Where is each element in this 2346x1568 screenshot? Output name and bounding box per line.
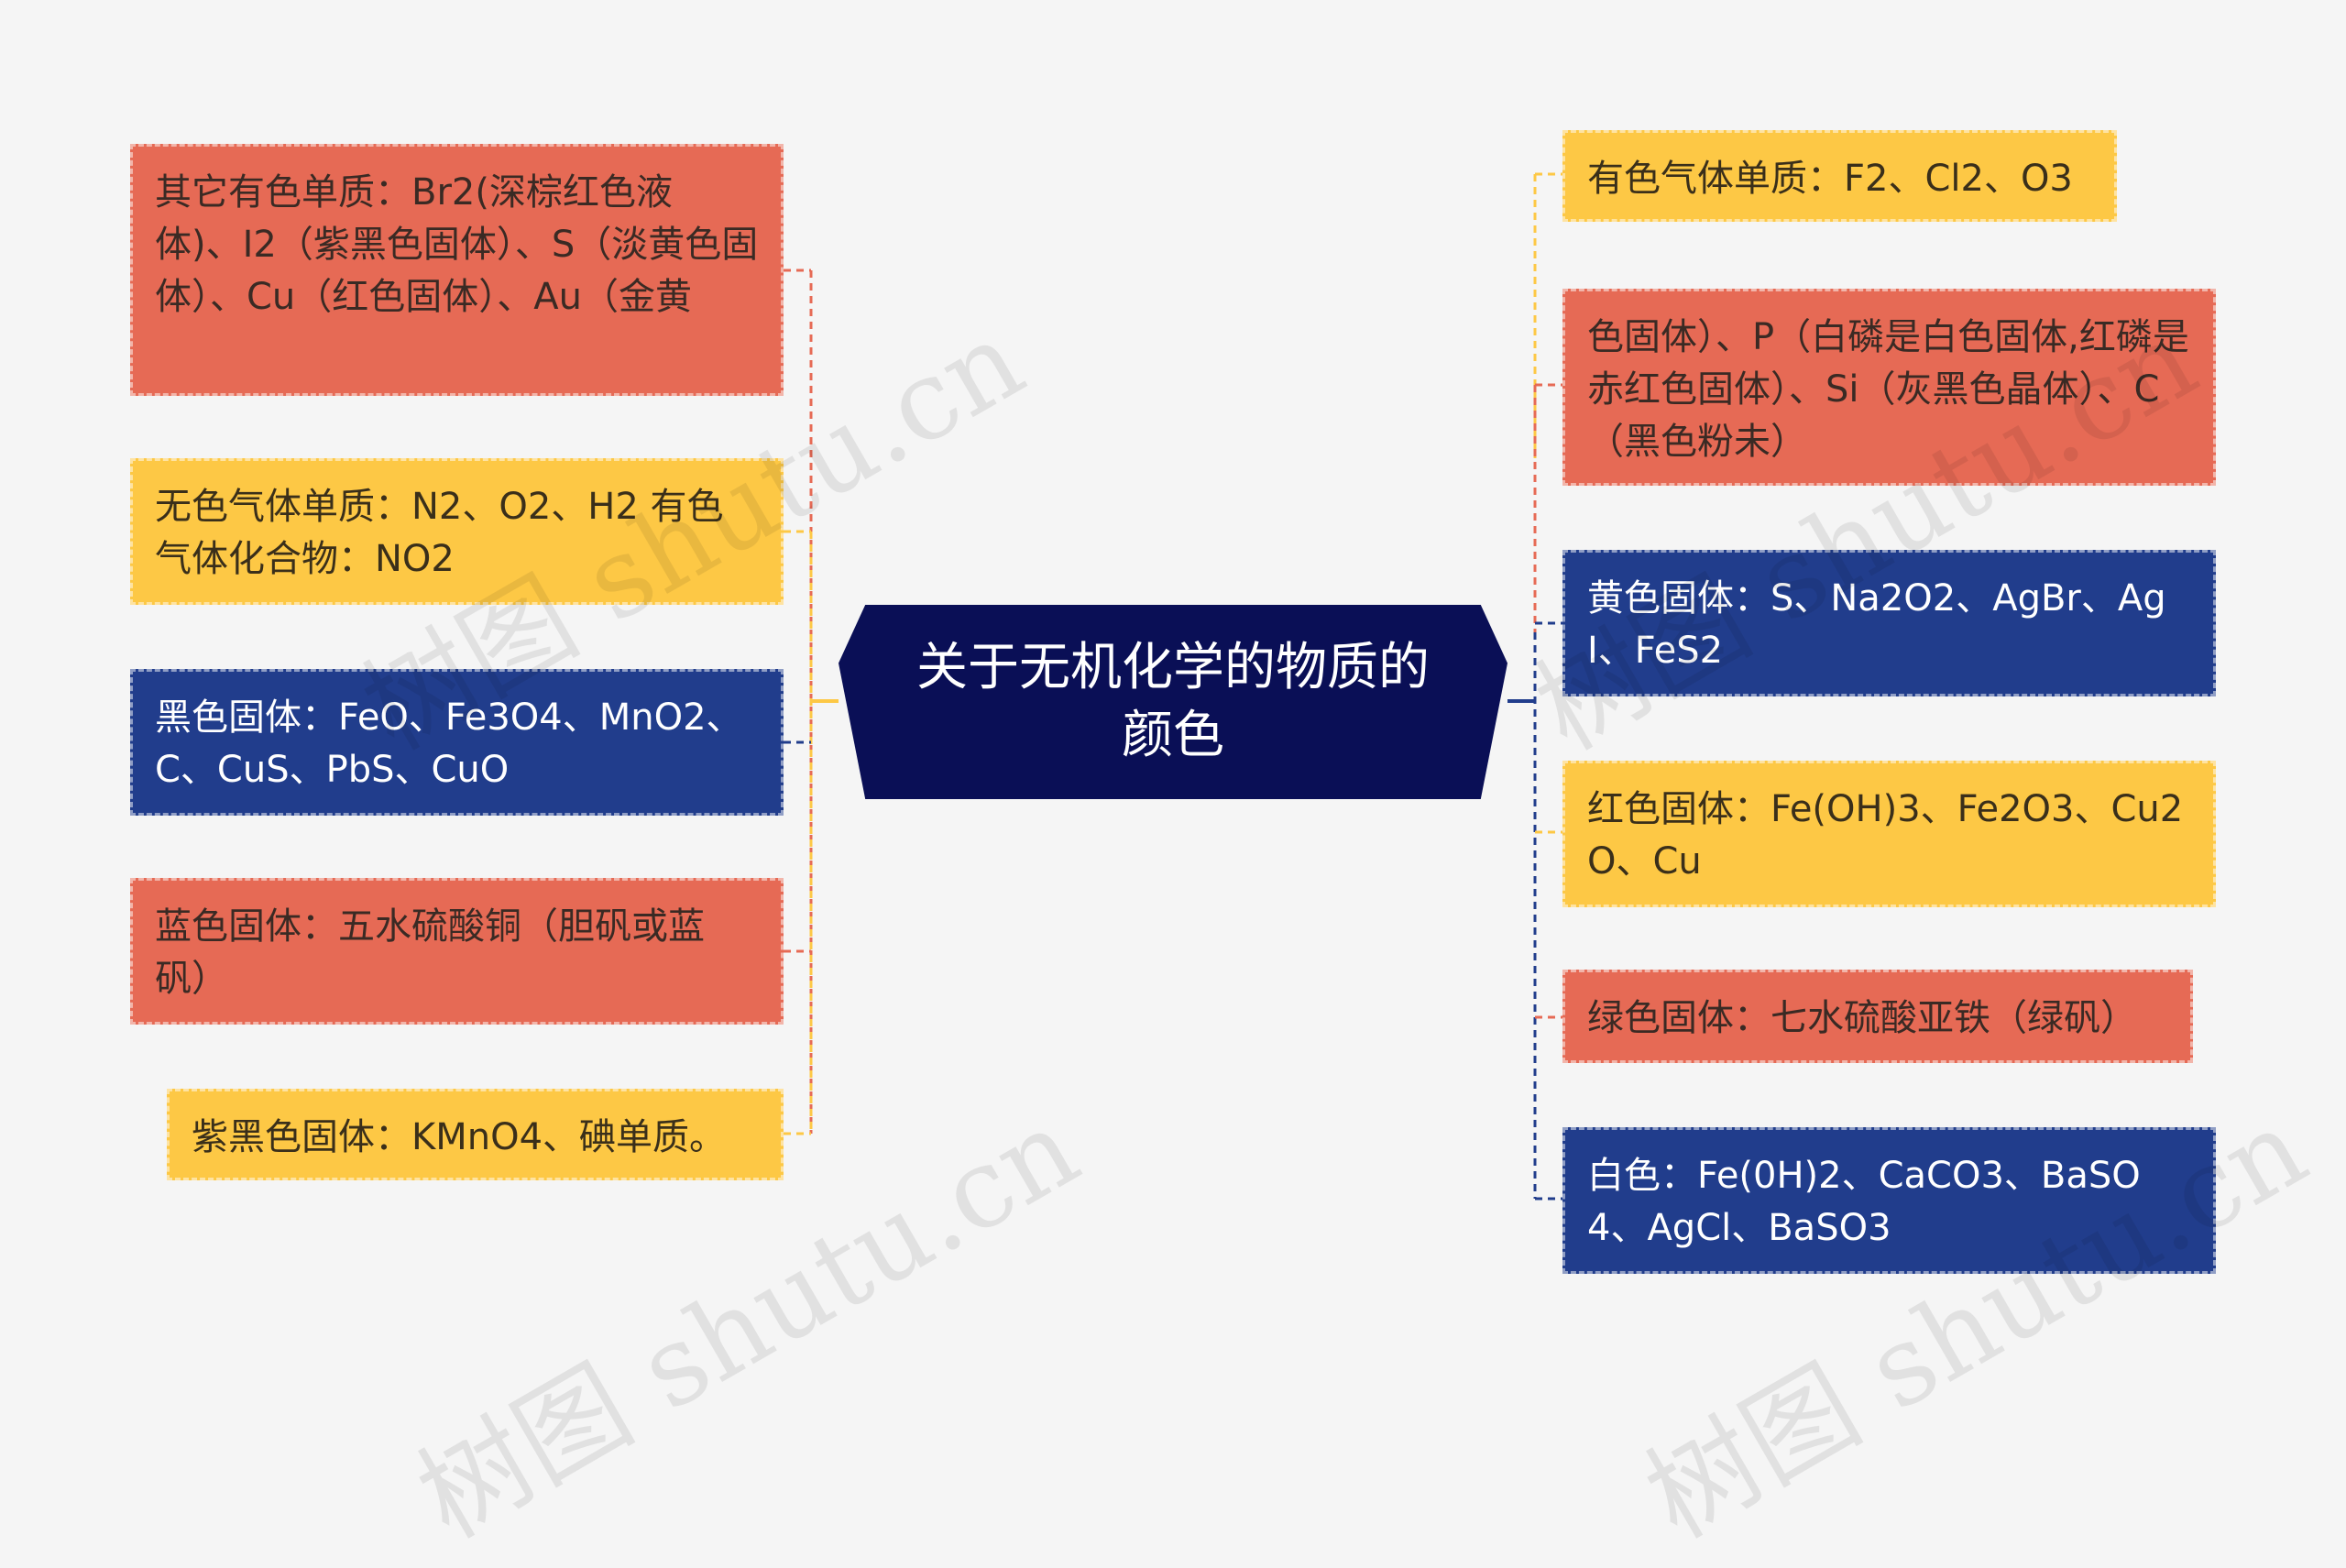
right-node-colored-gases[interactable]: 有色气体单质：F2、Cl2、O3 [1562,130,2117,222]
node-text: 无色气体单质：N2、O2、H2 有色气体化合物：NO2 [155,486,724,580]
right-node-red-solids[interactable]: 红色固体：Fe(OH)3、Fe2O3、Cu2O、Cu [1562,761,2216,907]
right-node-green-solids[interactable]: 绿色固体：七水硫酸亚铁（绿矾） [1562,970,2193,1063]
left-node-colorless-gases[interactable]: 无色气体单质：N2、O2、H2 有色气体化合物：NO2 [130,458,784,605]
center-topic[interactable]: 关于无机化学的物质的颜色 [839,605,1507,799]
node-text: 色固体）、P（白磷是白色固体,红磷是赤红色固体）、Si（灰黑色晶体）、C（黑色粉… [1587,316,2189,463]
left-node-other-colored-elements[interactable]: 其它有色单质：Br2(深棕红色液体)、I2（紫黑色固体）、S（淡黄色固体）、Cu… [130,144,784,396]
center-topic-text: 关于无机化学的物质的颜色 [916,638,1430,765]
node-text: 紫黑色固体：KMnO4、碘单质。 [192,1116,727,1158]
node-text: 其它有色单质：Br2(深棕红色液体)、I2（紫黑色固体）、S（淡黄色固体）、Cu… [155,171,759,318]
left-node-blue-solids[interactable]: 蓝色固体：五水硫酸铜（胆矾或蓝矾） [130,878,784,1025]
node-text: 绿色固体：七水硫酸亚铁（绿矾） [1587,997,2137,1039]
node-text: 白色：Fe(0H)2、CaCO3、BaSO4、AgCl、BaSO3 [1587,1155,2141,1249]
node-text: 黄色固体：S、Na2O2、AgBr、AgI、FeS2 [1587,577,2166,672]
right-node-colored-solids[interactable]: 色固体）、P（白磷是白色固体,红磷是赤红色固体）、Si（灰黑色晶体）、C（黑色粉… [1562,289,2216,486]
node-text: 蓝色固体：五水硫酸铜（胆矾或蓝矾） [155,905,705,1000]
left-node-purple-black-solids[interactable]: 紫黑色固体：KMnO4、碘单质。 [167,1089,784,1180]
right-node-yellow-solids[interactable]: 黄色固体：S、Na2O2、AgBr、AgI、FeS2 [1562,550,2216,696]
node-text: 红色固体：Fe(OH)3、Fe2O3、Cu2O、Cu [1587,788,2184,883]
mind-map-canvas: 其它有色单质：Br2(深棕红色液体)、I2（紫黑色固体）、S（淡黄色固体）、Cu… [130,130,2327,1563]
connector-lines [784,172,1562,1201]
node-text: 有色气体单质：F2、Cl2、O3 [1587,158,2073,200]
right-node-white-solids[interactable]: 白色：Fe(0H)2、CaCO3、BaSO4、AgCl、BaSO3 [1562,1127,2216,1274]
left-node-black-solids[interactable]: 黑色固体：FeO、Fe3O4、MnO2、C、CuS、PbS、CuO [130,669,784,816]
node-text: 黑色固体：FeO、Fe3O4、MnO2、C、CuS、PbS、CuO [155,696,743,791]
